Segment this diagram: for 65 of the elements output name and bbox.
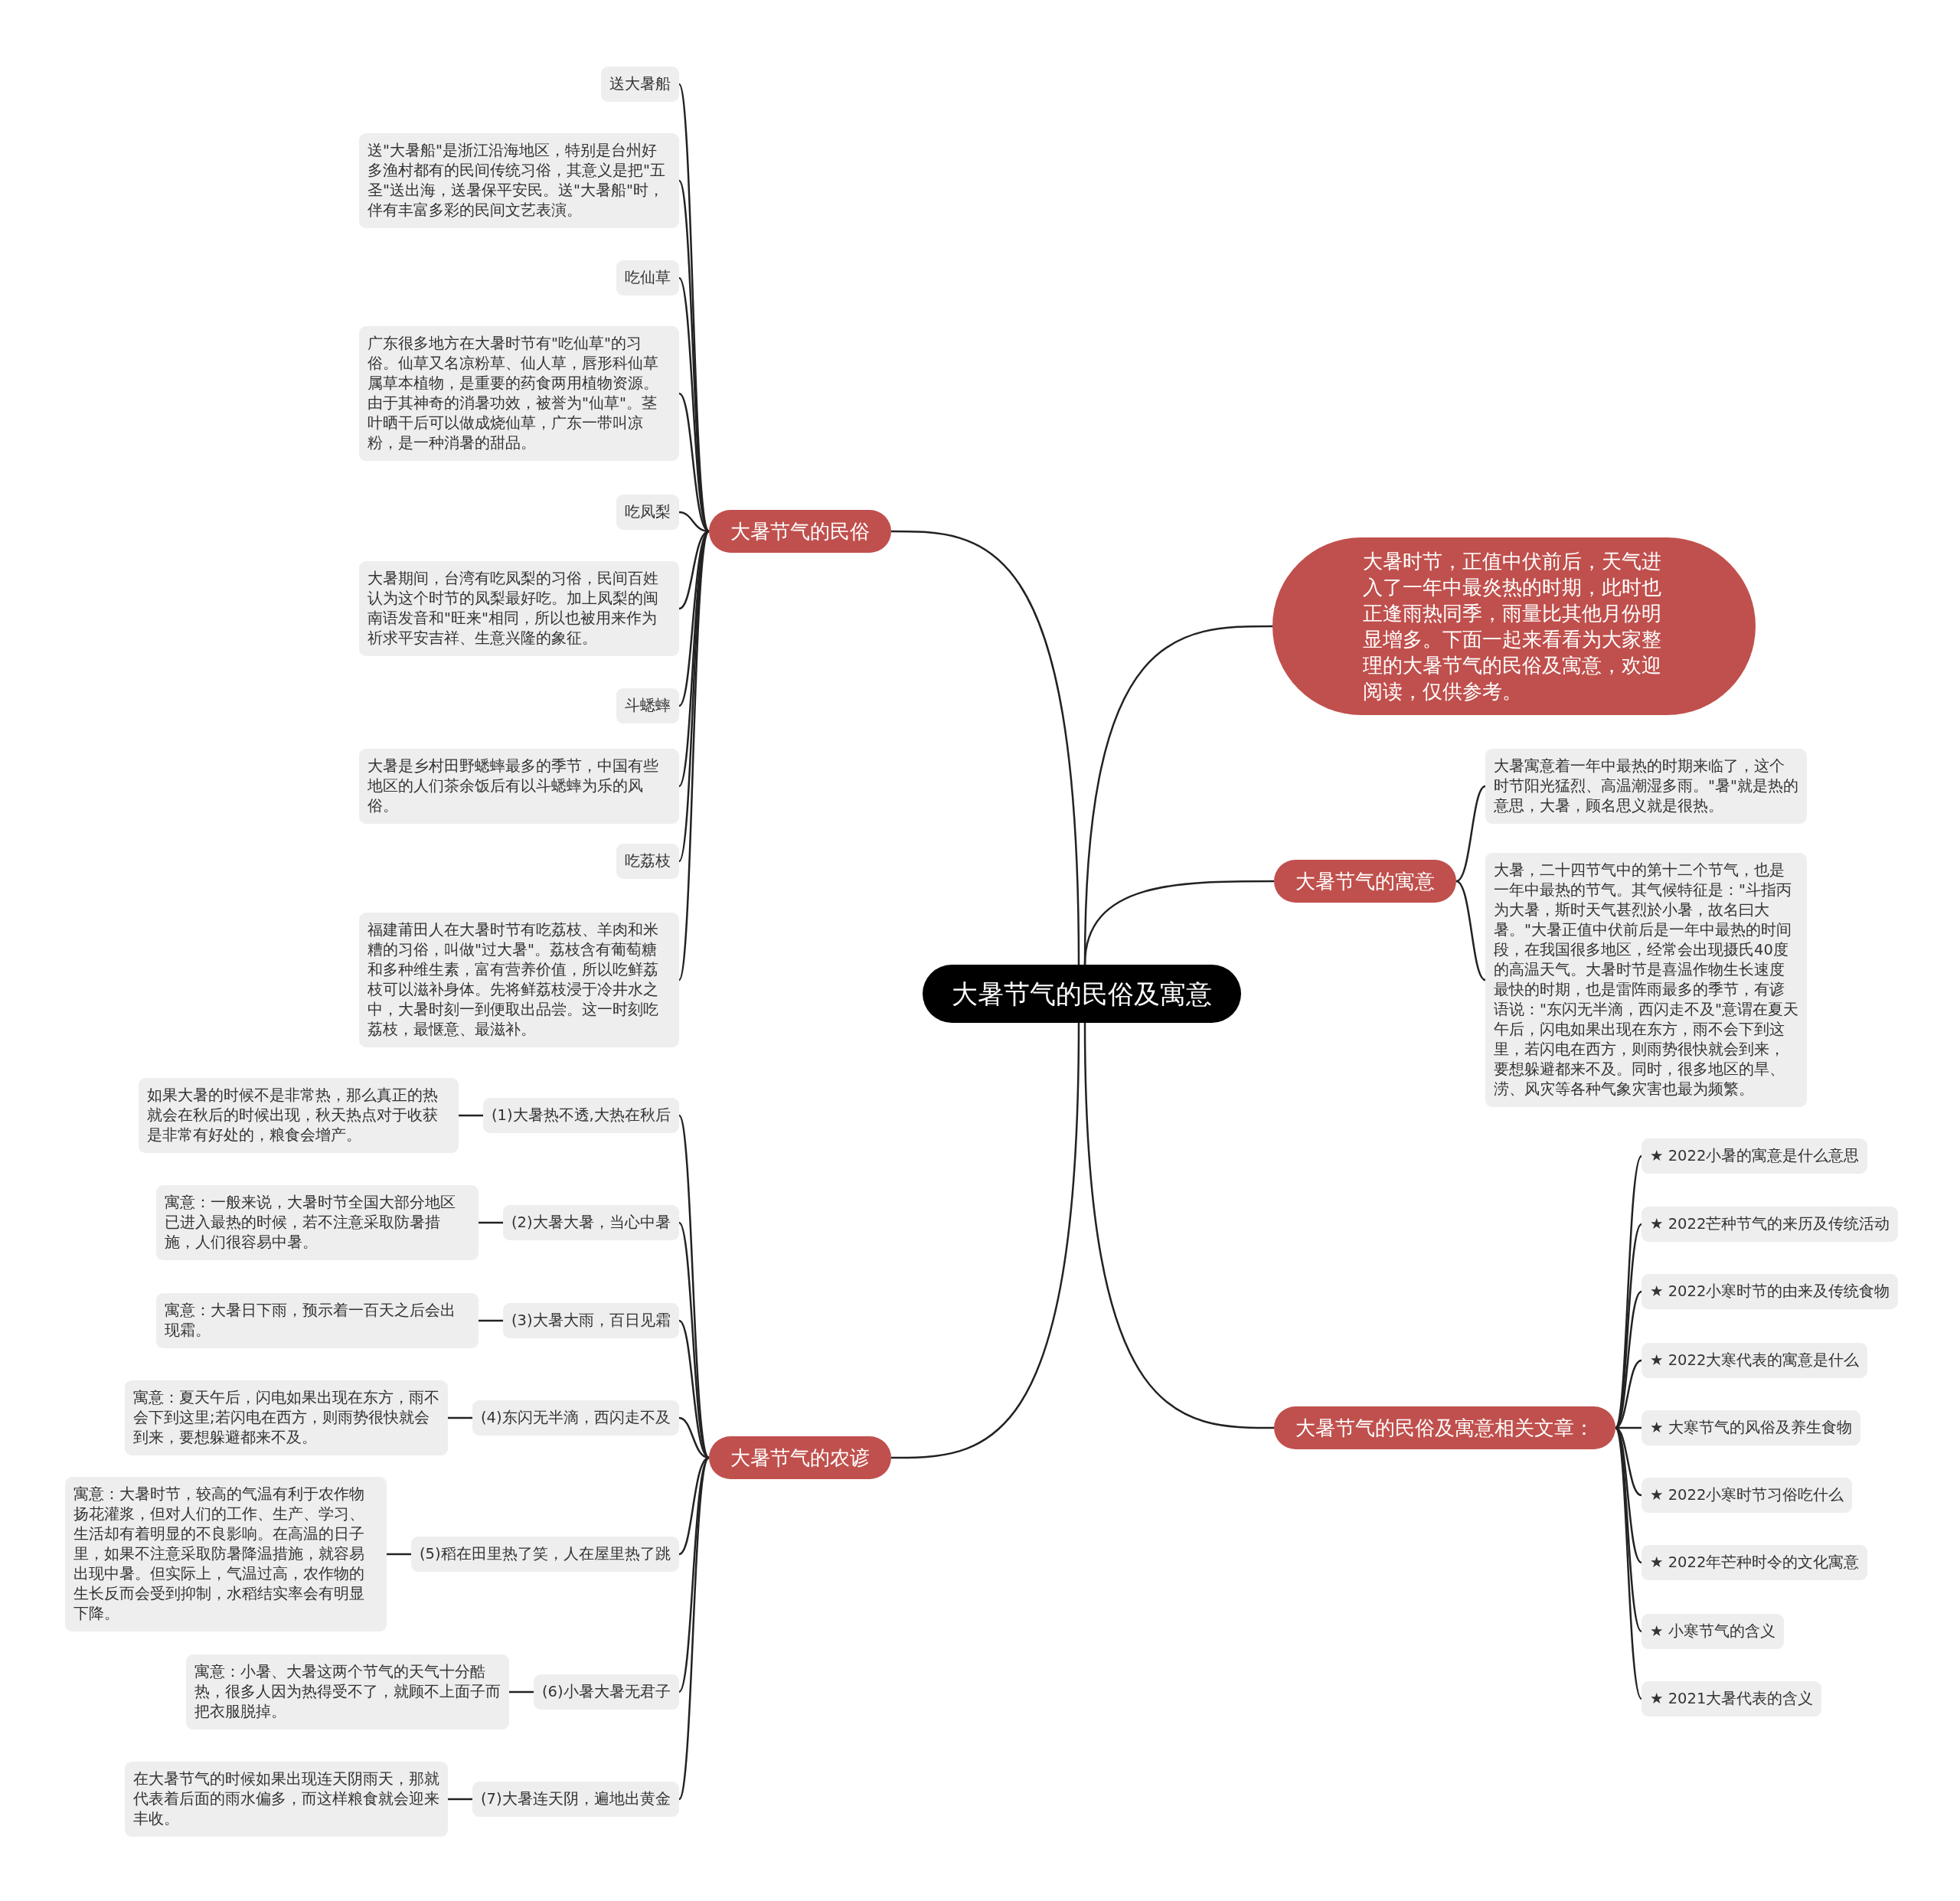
proverb-box: (6)小暑大暑无君子 <box>534 1674 679 1710</box>
article-link-box: ★ 2022芒种节气的来历及传统活动 <box>1642 1207 1899 1242</box>
connector-line <box>1614 1223 1642 1429</box>
note-box: 大暑期间，台湾有吃凤梨的习俗，民间百姓认为这个时节的凤梨最好吃。加上凤梨的闽南语发音和"旺来"相同，所以也被用来作为祈求平安吉祥、生意兴隆的象征。 <box>359 561 679 656</box>
proverb-box: (1)大暑热不透,大热在秋后 <box>483 1098 679 1133</box>
connector-line <box>479 1319 503 1322</box>
connector-line <box>891 530 1080 965</box>
connector-line <box>1614 1427 1643 1700</box>
proverb-box: (7)大暑连天阴，遍地出黄金 <box>472 1782 679 1817</box>
article-link-box: ★ 2022大寒代表的寓意是什么 <box>1642 1343 1868 1378</box>
note-box: 大暑是乡村田野蟋蟀最多的季节，中国有些地区的人们茶余饭后有以斗蟋蟀为乐的风俗。 <box>359 749 679 824</box>
connector-line <box>678 83 710 532</box>
connector-line <box>891 1022 1080 1459</box>
note-box: 福建莆田人在大暑时节有吃荔枝、羊肉和米糟的习俗，叫做"过大暑"。荔枝含有葡萄糖和多种维生素，富有营养价值，所以吃鲜荔枝可以滋补身体。先将鲜荔枝浸于冷井水之中，大暑时刻一到便取出品尝。这一时刻吃荔枝，最惬意、最滋补。 <box>359 913 679 1047</box>
connector-line <box>509 1690 534 1694</box>
proverb-box: (2)大暑大暑，当心中暑 <box>503 1205 679 1240</box>
note-box: 如果大暑的时候不是非常热，那么真正的热就会在秋后的时候出现，秋天热点对于收获是非常有好处的，粮食会增产。 <box>139 1078 459 1153</box>
subtopic-box: 送大暑船 <box>601 67 679 102</box>
note-box: 大暑寓意着一年中最热的时期来临了，这个时节阳光猛烈、高温潮湿多雨。"暑"就是热的意思，大暑，顾名思义就是很热。 <box>1485 749 1807 824</box>
connector-line <box>678 277 710 532</box>
branch-topic-pill: 大暑节气的农谚 <box>709 1436 891 1479</box>
proverb-box: (3)大暑大雨，百日见霜 <box>503 1303 679 1338</box>
connector-line <box>678 531 710 787</box>
note-box: 寓意：大暑日下雨，预示着一百天之后会出现霜。 <box>156 1293 479 1348</box>
proverb-box: (4)东闪无半滴，西闪走不及 <box>472 1400 679 1436</box>
note-box: 大暑，二十四节气中的第十二个节气，也是一年中最热的节气。其气候特征是："斗指丙为大暑，斯时天气甚烈於小暑，故名曰大暑。"大暑正值中伏前后是一年中最热的时间段，在我国很多地区，经常会出现摄氏40度的高温天气。大暑时节是喜温作物生长速度最快的时期，也是雷阵雨最多的季节，有谚语说："东闪无半滴，西闪走不及"意谓在夏天午后，闪电如果出现在东方，雨不会下到这里，若闪电在西方，则雨势很快就会到来，要想躲避都来不及。同时，很多地区的旱、涝、风灾等各种气象灾害也最为频繁。 <box>1485 853 1807 1107</box>
article-link-box: ★ 2022小寒时节习俗吃什么 <box>1642 1478 1853 1513</box>
article-link-box: ★ 2021大暑代表的含义 <box>1642 1681 1822 1716</box>
note-box: 广东很多地方在大暑时节有"吃仙草"的习俗。仙草又名凉粉草、仙人草，唇形科仙草属草本植物，是重要的药食两用植物资源。由于其神奇的消暑功效，被誉为"仙草"。茎叶晒干后可以做成烧仙草，广东一带叫凉粉，是一种消暑的甜品。 <box>359 326 679 461</box>
note-box: 寓意：小暑、大暑这两个节气的天气十分酷热，很多人因为热得受不了，就顾不上面子而把衣服脱掉。 <box>186 1654 509 1730</box>
article-link-box: ★ 2022小暑的寓意是什么意思 <box>1642 1138 1868 1174</box>
connector-line <box>1614 1427 1642 1632</box>
note-box: 在大暑节气的时候如果出现连天阴雨天，那就代表着后面的雨水偏多，而这样粮食就会迎来丰收。 <box>125 1762 448 1837</box>
connector-line <box>678 1457 710 1693</box>
subtopic-box: 吃凤梨 <box>616 495 679 530</box>
connector-line <box>1615 1426 1642 1429</box>
branch-topic-pill: 大暑节气的民俗 <box>709 510 891 553</box>
note-box: 送"大暑船"是浙江沿海地区，特别是台州好多渔村都有的民间传统习俗，其意义是把"五圣"送出海，送暑保平安民。送"大暑船"时，伴有丰富多彩的民间文艺表演。 <box>359 133 679 228</box>
note-box: 寓意：夏天午后，闪电如果出现在东方，雨不会下到这里;若闪电在西方，则雨势很快就会到来，要想躲避都来不及。 <box>125 1380 448 1455</box>
connector-line <box>678 531 710 981</box>
summary-pill: 大暑时节，正值中伏前后，天气进入了一年中最炎热的时期，此时也正逢雨热同季，雨量比其他月份明显增多。下面一起来看看为大家整理的大暑节气的民俗及寓意，欢迎阅读，仅供参考。 <box>1272 537 1756 715</box>
connector-line <box>448 1798 472 1801</box>
subtopic-box: 斗蟋蟀 <box>616 688 679 723</box>
connector-line <box>1455 880 1486 982</box>
subtopic-box: 吃仙草 <box>616 260 679 296</box>
connector-line <box>1083 1022 1274 1429</box>
note-box: 寓意：大暑时节，较高的气温有利于农作物扬花灌浆，但对人们的工作、生产、学习、生活却有着明显的不良影响。在高温的日子里，如果不注意采取防暑降温措施，就容易出现中暑。但实际上，气温过高，农作物的生长反而会受到抑制，水稻结实率会有明显下降。 <box>65 1477 387 1632</box>
branch-topic-pill: 大暑节气的寓意 <box>1274 860 1456 903</box>
article-link-box: ★ 2022小寒时节的由来及传统食物 <box>1642 1274 1899 1309</box>
connector-line <box>1083 880 1274 965</box>
branch-topic-pill: 大暑节气的民俗及寓意相关文章： <box>1274 1406 1615 1449</box>
proverb-box: (5)稻在田里热了笑，人在屋里热了跳 <box>411 1537 679 1572</box>
connector-line <box>459 1114 483 1117</box>
connector-line <box>678 1222 710 1458</box>
connector-line <box>1455 785 1486 883</box>
connector-line <box>448 1416 472 1419</box>
connector-line <box>479 1221 503 1224</box>
connector-line <box>387 1553 411 1556</box>
subtopic-box: 吃荔枝 <box>616 844 679 879</box>
article-link-box: ★ 2022年芒种时令的文化寓意 <box>1642 1545 1868 1580</box>
central-topic-pill: 大暑节气的民俗及寓意 <box>923 965 1241 1023</box>
article-link-box: ★ 小寒节气的含义 <box>1642 1614 1784 1649</box>
connector-line <box>678 1457 710 1800</box>
note-box: 寓意：一般来说，大暑时节全国大部分地区已进入最热的时候，若不注意采取防暑措施，人们很容易中暑。 <box>156 1185 479 1260</box>
article-link-box: ★ 大寒节气的风俗及养生食物 <box>1642 1410 1860 1445</box>
